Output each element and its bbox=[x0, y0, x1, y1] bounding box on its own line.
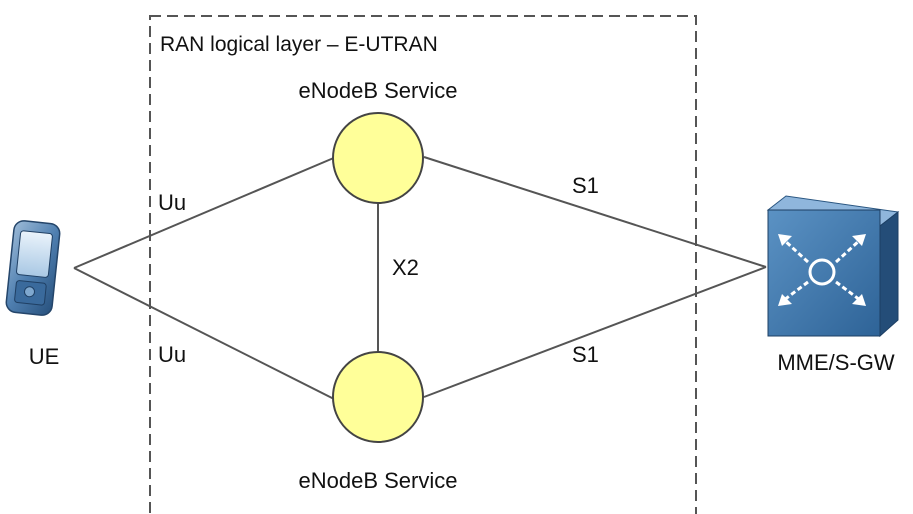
enodeb-bottom-label: eNodeB Service bbox=[299, 468, 458, 493]
s1-label-bottom: S1 bbox=[572, 342, 599, 367]
mobile-phone-icon bbox=[5, 220, 61, 316]
uu-link-bottom bbox=[73, 267, 337, 401]
uu-link-top bbox=[73, 156, 337, 269]
switch-router-icon bbox=[766, 195, 900, 338]
uu-label-bottom: Uu bbox=[158, 342, 186, 367]
enodeb-bottom-node bbox=[332, 351, 424, 443]
mme-sgw-label: MME/S-GW bbox=[777, 350, 895, 375]
x2-label: X2 bbox=[392, 255, 419, 280]
enodeb-top-node bbox=[332, 112, 424, 204]
s1-link-top bbox=[423, 156, 767, 268]
ran-region-box bbox=[149, 15, 697, 514]
ue-label: UE bbox=[29, 344, 60, 369]
ran-region-title: RAN logical layer – E-UTRAN bbox=[160, 33, 438, 56]
enodeb-top-label: eNodeB Service bbox=[299, 78, 458, 103]
uu-label-top: Uu bbox=[158, 190, 186, 215]
s1-label-top: S1 bbox=[572, 173, 599, 198]
s1-link-bottom bbox=[423, 266, 767, 398]
